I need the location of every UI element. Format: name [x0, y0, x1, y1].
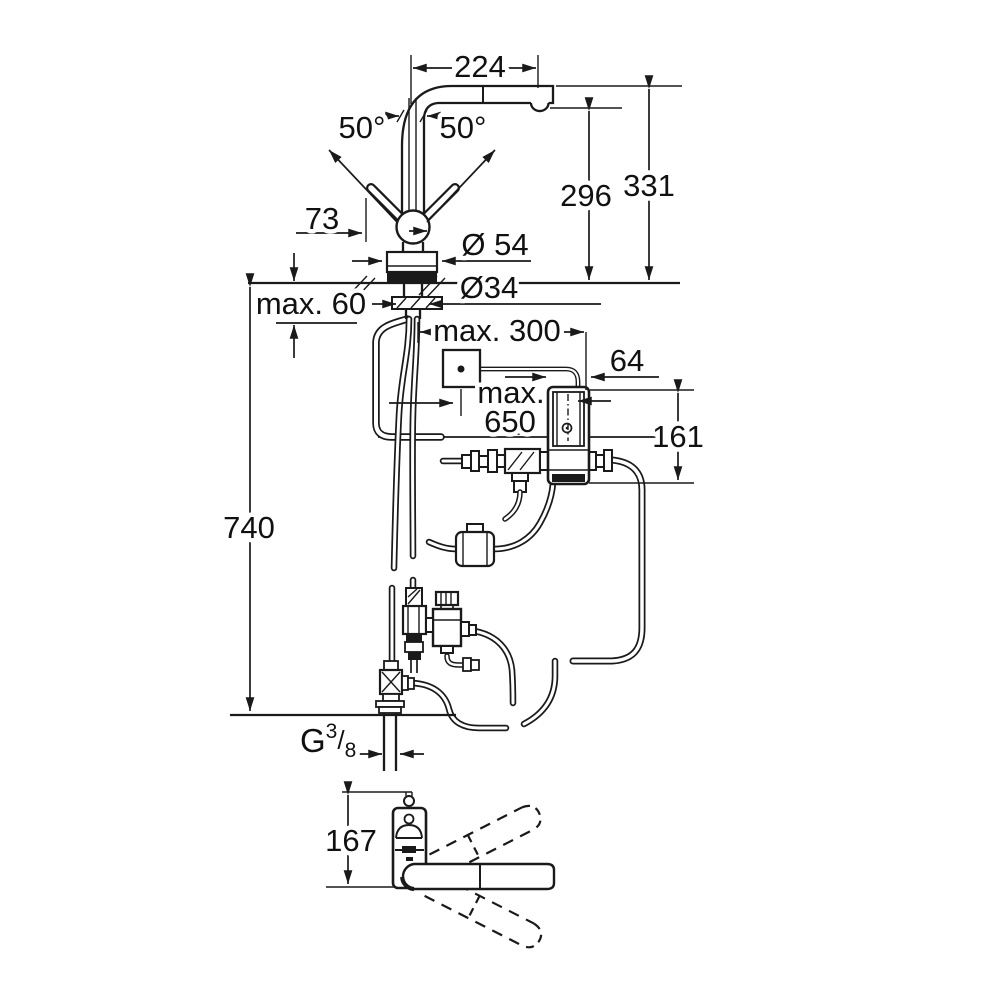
dim-max300: max. 300: [417, 309, 587, 390]
quick-connector-row: [439, 423, 613, 522]
riser-pipe: [400, 98, 426, 252]
tee-fitting: [375, 660, 415, 714]
dim-label-max650-1: max.: [477, 375, 544, 410]
supply-pipe: [382, 713, 398, 771]
lower-hose-loops: [408, 456, 646, 732]
dim-label-max60: max. 60: [256, 286, 366, 321]
control-box: [546, 385, 611, 486]
dim-label-dia54: Ø 54: [461, 227, 528, 262]
faucet-plan-view: [391, 792, 556, 949]
dim-max60: max. 60: [251, 253, 371, 358]
dim-label-g38: G3/8: [300, 720, 356, 762]
dim-label-64: 64: [610, 343, 644, 378]
dim-g38-thread: G3/8: [296, 716, 424, 767]
angle-label-right: 50°: [440, 110, 487, 145]
dim-296-331: 296 331: [550, 75, 682, 280]
hose-weight: [425, 479, 557, 568]
sensor-cable: [460, 366, 581, 391]
check-valve: [401, 587, 428, 673]
dimensions: 224 50° 50° 73 Ø 54 Ø34: [219, 45, 708, 888]
dim-167: 167: [321, 781, 412, 888]
dim-161: 161: [589, 379, 708, 484]
dim-50deg: 50° 50°: [328, 106, 496, 223]
sensor-plug: [441, 348, 482, 389]
dim-label-167: 167: [325, 823, 377, 858]
dim-224: 224: [410, 45, 539, 104]
dim-label-224: 224: [454, 49, 506, 84]
dim-dia54: Ø 54: [352, 223, 533, 267]
dim-label-740: 740: [223, 510, 275, 545]
countertop-section: [248, 275, 680, 298]
under-sink-plumbing: [372, 315, 688, 771]
ball-joint: [395, 209, 431, 245]
dim-73: 73: [296, 197, 427, 242]
supply-hoses: [388, 315, 421, 672]
faucet-base: [385, 250, 439, 282]
plan-swivel-range: [424, 804, 543, 949]
lever-handles: [366, 183, 460, 223]
dim-label-73: 73: [305, 201, 339, 236]
dim-max650: max. 650: [389, 371, 549, 444]
dim-label-dia34: Ø34: [460, 270, 519, 305]
dim-label-max300: max. 300: [433, 313, 561, 348]
dim-label-max650-2: 650: [484, 404, 536, 439]
dim-740: 740: [219, 273, 456, 717]
plan-spout: [400, 862, 556, 892]
spray-outlet: [529, 102, 550, 113]
dim-dia34: Ø34: [372, 266, 601, 310]
dim-64: 64: [505, 339, 659, 383]
mixing-valve: [425, 590, 480, 672]
angle-label-left: 50°: [339, 110, 386, 145]
dim-label-296: 296: [560, 178, 612, 213]
pullout-hose-loop: [372, 315, 445, 441]
dim-label-161: 161: [652, 419, 704, 454]
dim-label-331: 331: [623, 168, 675, 203]
